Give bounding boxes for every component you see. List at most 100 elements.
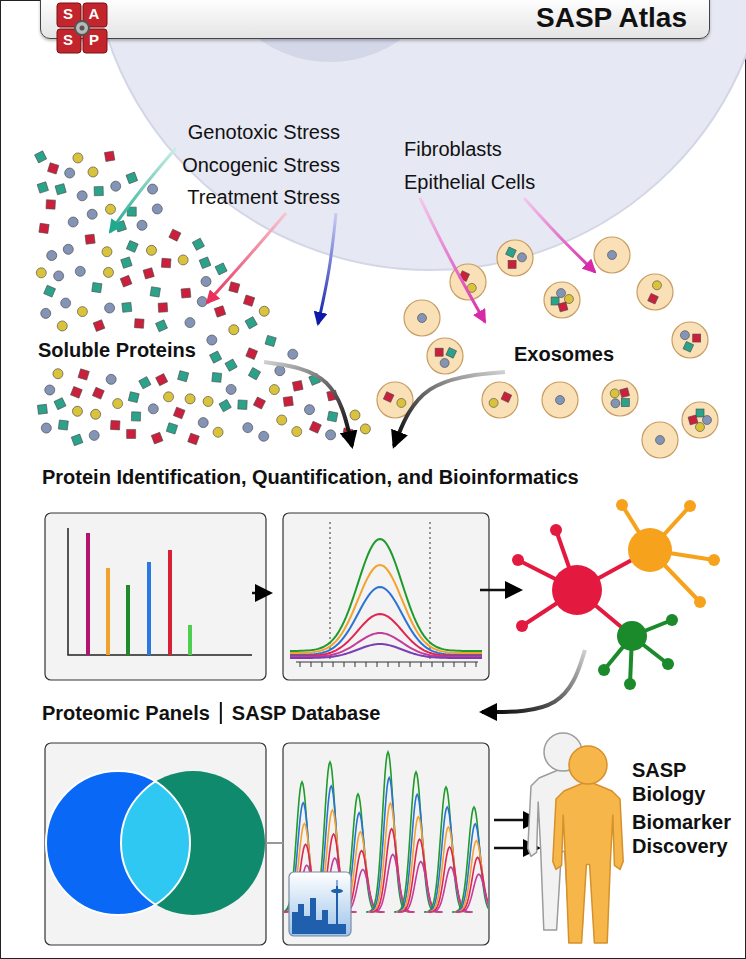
protein-particle <box>120 275 132 287</box>
protein-particle <box>51 367 64 380</box>
protein-particle <box>181 288 191 298</box>
protein-particle <box>169 229 181 241</box>
protein-particle <box>248 368 260 380</box>
protein-particle <box>35 151 47 163</box>
header-box: SASP Atlas <box>40 0 710 39</box>
protein-particle <box>156 374 168 386</box>
protein-particle <box>62 243 75 256</box>
step-arrow <box>252 592 270 595</box>
protein-particle <box>60 298 70 308</box>
protein-particle <box>92 387 104 399</box>
protein-particle <box>94 187 103 196</box>
protein-particle <box>139 377 151 389</box>
human-figure <box>553 746 623 943</box>
protein-particle <box>303 403 317 417</box>
protein-particle <box>40 421 53 434</box>
protein-particle <box>158 303 168 313</box>
stress-label: Oncogenic Stress <box>182 153 340 177</box>
protein-particle <box>74 265 86 277</box>
stress-label: Genotoxic Stress <box>188 120 340 144</box>
protein-particle <box>185 317 195 327</box>
protein-particle <box>219 400 231 412</box>
protein-particle <box>134 319 144 329</box>
protein-particle <box>89 408 102 421</box>
protein-particle <box>212 373 222 383</box>
protein-particle <box>102 266 115 279</box>
exosome <box>602 380 638 416</box>
bar-chart <box>68 528 252 655</box>
exosome <box>544 282 580 318</box>
protein-particle <box>225 383 238 396</box>
protein-particle <box>253 397 265 409</box>
logo-letter: S <box>56 2 80 26</box>
protein-particle <box>102 246 113 257</box>
protein-particle <box>359 423 371 435</box>
protein-particle <box>183 392 196 405</box>
stress-label: Treatment Stress <box>187 185 340 209</box>
exosomes <box>377 237 718 458</box>
protein-particle <box>202 395 215 408</box>
protein-particle <box>199 275 212 288</box>
protein-particle <box>269 384 281 396</box>
stimulus-arrow <box>110 148 176 232</box>
protein-particle <box>113 398 123 408</box>
protein-particle <box>111 420 120 429</box>
protein-particle <box>54 398 66 410</box>
protein-particle <box>283 396 293 406</box>
exosome <box>482 382 518 418</box>
protein-particle <box>213 427 224 438</box>
figure-panel <box>45 513 266 680</box>
protein-particle <box>126 172 138 184</box>
separator-bar <box>220 702 222 724</box>
protein-particle <box>145 244 158 257</box>
protein-particle <box>147 183 159 195</box>
protein-particle <box>36 267 47 278</box>
protein-particle <box>178 371 189 382</box>
logo-gear-hub <box>80 26 85 31</box>
protein-particle <box>45 249 58 262</box>
cell-type-label: Epithelial Cells <box>404 170 535 194</box>
protein-particle <box>103 302 116 315</box>
protein-particle <box>309 421 321 433</box>
exosome <box>637 274 673 310</box>
artwork <box>45 148 720 945</box>
protein-particle <box>152 203 163 214</box>
protein-particle <box>325 429 337 441</box>
protein-particle <box>246 348 258 360</box>
protein-particle <box>199 257 211 269</box>
link-line <box>266 842 283 844</box>
protein-particle <box>292 381 303 392</box>
figure-panel <box>45 743 266 945</box>
protein-particle <box>86 208 98 220</box>
protein-particle <box>126 241 138 253</box>
protein-particle <box>197 416 209 428</box>
protein-particle <box>177 254 188 265</box>
protein-particle <box>292 426 302 436</box>
exosome <box>542 382 578 418</box>
protein-particle <box>215 263 227 275</box>
protein-particle <box>104 151 114 161</box>
protein-particle <box>227 323 240 336</box>
protein-particle <box>92 283 102 293</box>
cell-type-label: Fibroblasts <box>404 137 502 161</box>
logo-gear <box>75 21 89 35</box>
flow-arrow <box>394 372 505 446</box>
protein-particle <box>243 295 254 306</box>
protein-particle <box>71 405 85 419</box>
protein-particle <box>135 219 148 232</box>
protein-particle <box>93 320 105 332</box>
protein-particle <box>63 166 76 179</box>
protein-particle <box>43 383 56 396</box>
protein-particle <box>131 412 140 421</box>
protein-particle <box>265 335 276 346</box>
protein-particle <box>151 432 163 444</box>
protein-particle <box>76 189 89 202</box>
flow-arrow <box>482 650 585 712</box>
protein-particle <box>39 223 49 233</box>
exosome <box>497 240 533 276</box>
protein-particle <box>143 268 154 279</box>
protein-particle <box>229 282 240 293</box>
exosome <box>672 322 708 358</box>
protein-particle <box>39 307 53 321</box>
